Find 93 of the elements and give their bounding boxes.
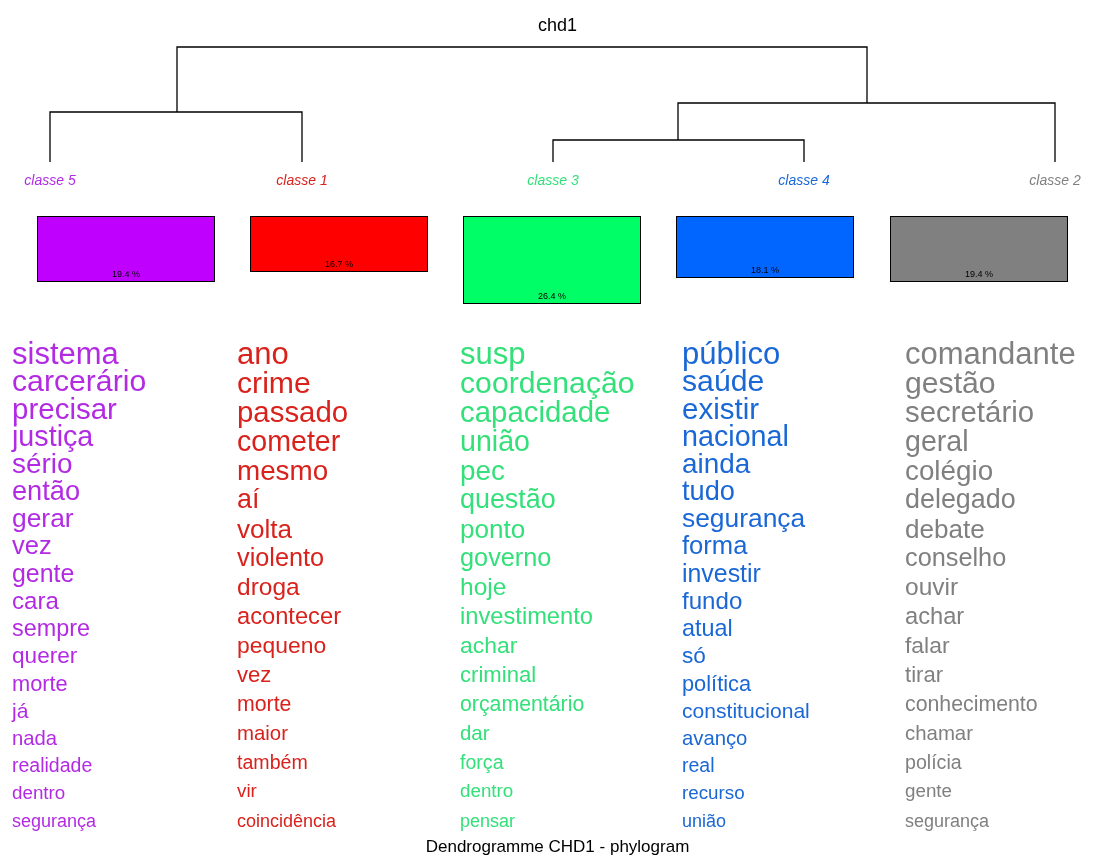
- percent-label: 16.7 %: [324, 260, 354, 269]
- term-label: nacional: [682, 421, 789, 451]
- term-label: crime: [237, 367, 311, 398]
- term-label: existir: [682, 393, 760, 424]
- term-label: também: [237, 752, 308, 773]
- term-label: segurança: [905, 812, 990, 830]
- term-label: conhecimento: [905, 693, 1038, 715]
- term-label: governo: [460, 545, 552, 571]
- chart-caption: Dendrogramme CHD1 - phylogram: [424, 838, 691, 855]
- percent-label: 18.1 %: [750, 266, 780, 275]
- term-label: ano: [237, 338, 289, 369]
- term-label: pequeno: [237, 634, 327, 658]
- term-label: debate: [905, 515, 985, 542]
- term-label: só: [682, 644, 706, 668]
- term-label: segurança: [682, 505, 806, 532]
- term-label: questão: [460, 486, 556, 514]
- term-label: vez: [237, 663, 272, 686]
- term-label: público: [682, 338, 781, 369]
- term-label: gestão: [905, 367, 996, 398]
- term-label: realidade: [12, 756, 93, 776]
- term-label: segurança: [12, 812, 97, 830]
- term-label: falar: [905, 634, 950, 658]
- term-label: força: [460, 752, 504, 773]
- term-label: morte: [12, 672, 68, 695]
- dendrogram-title: chd1: [536, 16, 578, 34]
- term-label: acontecer: [237, 604, 342, 629]
- term-label: forma: [682, 533, 748, 559]
- term-label: cara: [12, 588, 59, 614]
- term-label: política: [682, 672, 752, 695]
- term-label: pec: [460, 456, 505, 485]
- term-label: ainda: [682, 449, 751, 478]
- term-label: já: [12, 700, 29, 722]
- term-label: vez: [12, 533, 52, 559]
- class-bar: [37, 216, 215, 282]
- term-label: criminal: [460, 663, 537, 686]
- class-label: classe 5: [23, 173, 77, 187]
- term-label: susp: [460, 338, 526, 369]
- term-label: recurso: [682, 784, 745, 803]
- term-label: real: [682, 756, 715, 776]
- term-label: coincidência: [237, 812, 337, 830]
- term-label: nada: [12, 728, 58, 749]
- class-bar: [890, 216, 1068, 282]
- term-label: chamar: [905, 723, 973, 744]
- class-label: classe 4: [777, 173, 831, 187]
- term-label: achar: [905, 604, 965, 629]
- term-label: ouvir: [905, 575, 959, 600]
- class-label: classe 1: [275, 173, 329, 187]
- term-label: então: [12, 477, 81, 505]
- class-bar: [250, 216, 428, 272]
- term-label: gente: [905, 782, 952, 802]
- term-label: comandante: [905, 338, 1076, 369]
- term-label: violento: [237, 545, 325, 571]
- term-label: colégio: [905, 456, 994, 485]
- term-label: aí: [237, 486, 260, 514]
- term-label: delegado: [905, 486, 1016, 514]
- term-label: conselho: [905, 545, 1007, 571]
- term-label: polícia: [905, 752, 962, 773]
- class-bar: [463, 216, 641, 304]
- term-label: pensar: [460, 812, 516, 830]
- term-label: sempre: [12, 616, 90, 641]
- term-label: gente: [12, 561, 75, 586]
- term-label: volta: [237, 515, 293, 542]
- percent-label: 19.4 %: [111, 270, 141, 279]
- percent-label: 26.4 %: [537, 292, 567, 301]
- term-label: gerar: [12, 505, 74, 532]
- term-label: dentro: [12, 784, 66, 803]
- term-label: avanço: [682, 728, 748, 749]
- term-label: vir: [237, 782, 257, 802]
- term-label: mesmo: [237, 456, 329, 485]
- term-label: tudo: [682, 477, 735, 505]
- term-label: orçamentário: [460, 693, 585, 715]
- term-label: constitucional: [682, 700, 810, 722]
- term-label: atual: [682, 616, 733, 641]
- term-label: ponto: [460, 515, 526, 542]
- term-label: querer: [12, 644, 78, 668]
- percent-label: 19.4 %: [964, 270, 994, 279]
- term-label: tirar: [905, 663, 944, 686]
- term-label: passado: [237, 397, 349, 427]
- term-label: droga: [237, 575, 300, 600]
- term-label: fundo: [682, 588, 743, 614]
- term-label: investir: [682, 561, 761, 586]
- term-label: união: [682, 812, 727, 830]
- term-label: maior: [237, 723, 288, 744]
- term-label: dar: [460, 723, 490, 744]
- term-label: hoje: [460, 575, 507, 600]
- term-label: geral: [905, 426, 969, 456]
- term-label: investimento: [460, 604, 593, 629]
- class-label: classe 2: [1028, 173, 1082, 187]
- term-label: achar: [460, 634, 518, 658]
- class-bar: [676, 216, 854, 278]
- term-label: morte: [237, 693, 292, 715]
- class-label: classe 3: [526, 173, 580, 187]
- term-label: dentro: [460, 782, 514, 802]
